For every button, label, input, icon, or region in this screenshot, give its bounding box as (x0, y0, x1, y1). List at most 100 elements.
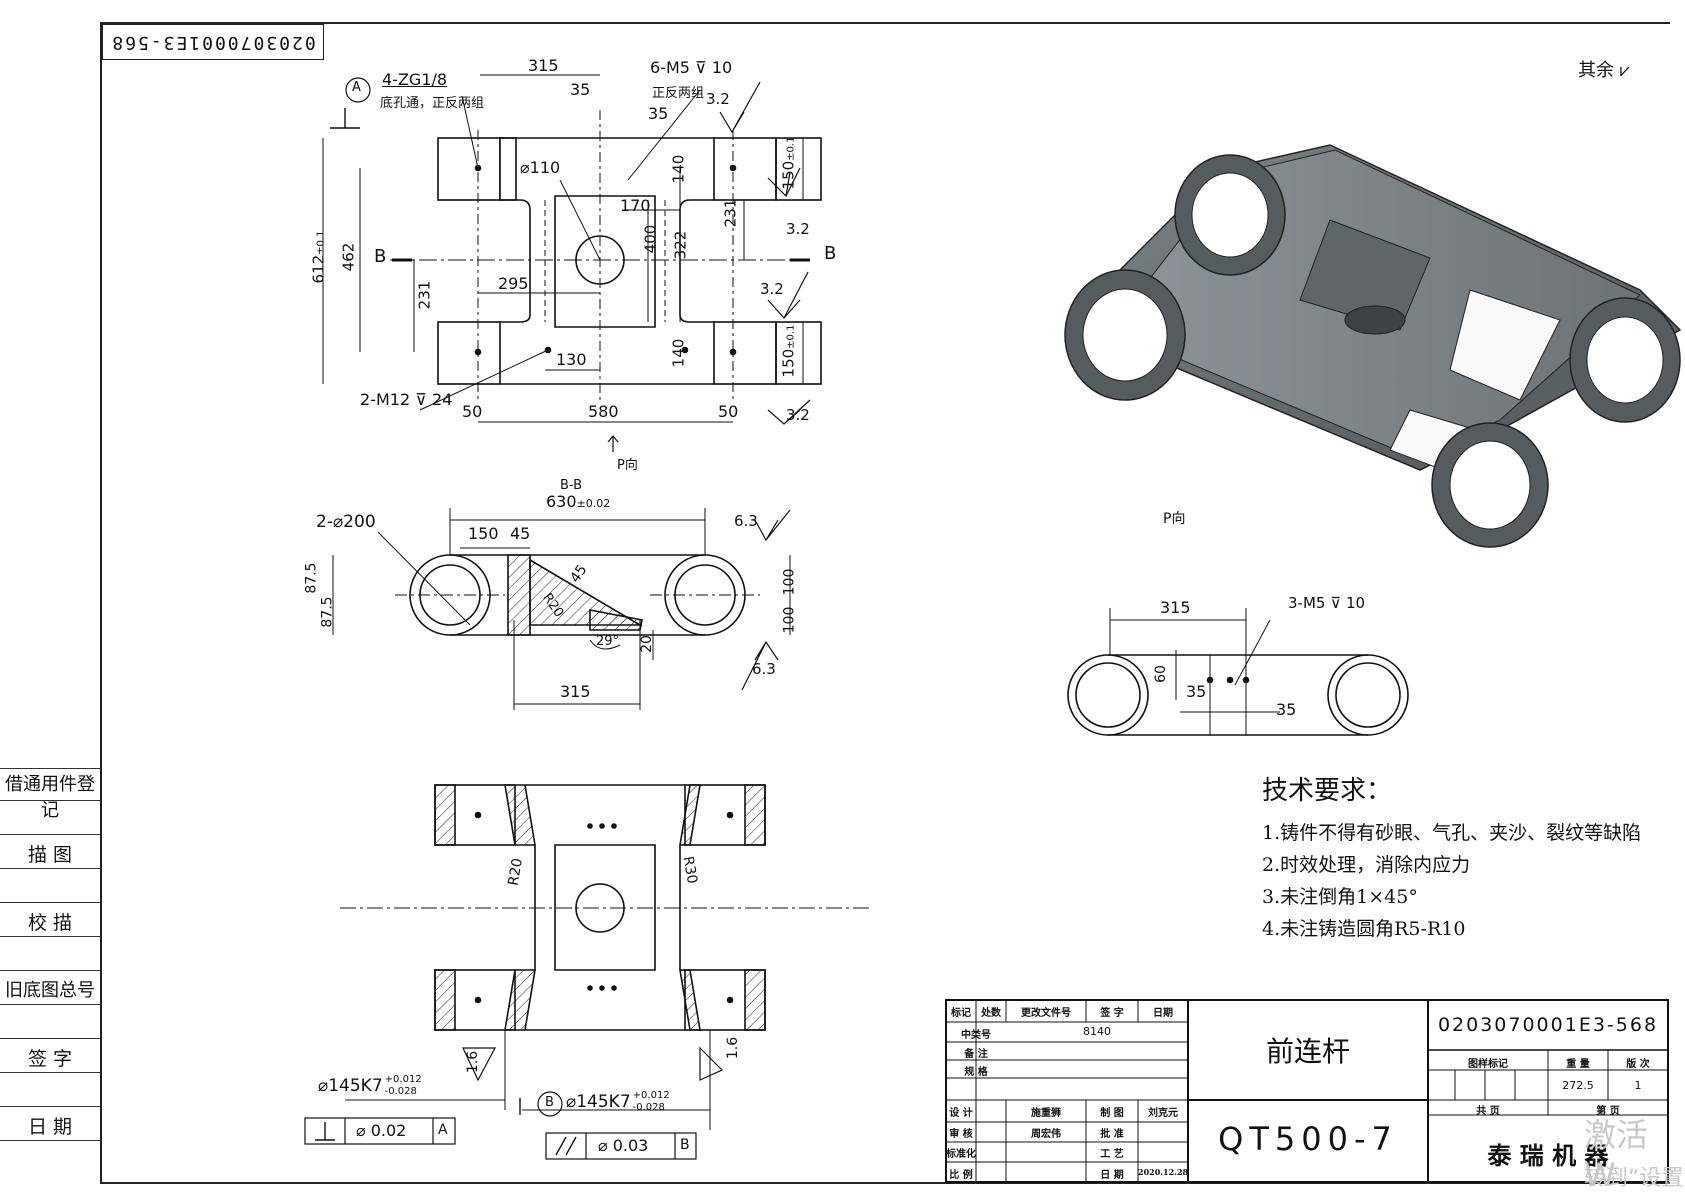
activation-watermark-line2: 转到“设置 (1584, 1166, 1684, 1191)
tb-mark-label: 图样标记 (1468, 1059, 1508, 1070)
dim-580: 580 (588, 402, 619, 421)
side-rule (0, 868, 100, 869)
dim-612-value: 612 (309, 254, 328, 284)
bottom-view-bore-right-tol: +0.012 -0.028 (633, 1090, 670, 1114)
tb-weight-label: 重 量 (1566, 1059, 1590, 1070)
side-cell-borrow: 借通用件登记 (5, 774, 95, 821)
tb-weight-value: 272.5 (1562, 1079, 1594, 1092)
dim-612-tol: ±0.1 (315, 230, 327, 255)
dim-612: 612±0.1 (309, 231, 327, 284)
section-bb-dim-630-tol: ±0.02 (576, 497, 611, 510)
section-bb-roughness-63a: 6.3 (734, 512, 758, 530)
section-bb-dim-20: 20 (638, 635, 655, 653)
tb-row-review: 审 核 (949, 1129, 973, 1140)
side-rule (0, 1072, 100, 1073)
section-bb-label: B-B (560, 478, 583, 493)
section-bb-view (332, 508, 791, 710)
section-bb-dim-150: 150 (468, 524, 499, 543)
tb-drafter: 刘克元 (1148, 1108, 1178, 1119)
p-view-dim-315: 315 (1160, 598, 1191, 617)
section-bb-roughness-63b: 6.3 (752, 660, 776, 678)
tol-upper: +0.012 (632, 1090, 670, 1101)
tb-version-value: 1 (1634, 1079, 1642, 1092)
dim-150a-tol: ±0.1 (785, 136, 797, 161)
thread-note-zg-sub: 底孔通，正反两组 (380, 96, 485, 111)
part-name: 前连杆 (1265, 1035, 1350, 1068)
tech-requirement-2: 2.时效处理，消除内应力 (1262, 854, 1471, 876)
tb-total-pages: 共 页 (1476, 1106, 1500, 1117)
tb-header-count: 处数 (981, 1008, 1001, 1019)
p-view-m5-note: 3-M5 ⊽ 10 (1288, 594, 1365, 612)
side-rule (0, 970, 100, 971)
tol-lower: -0.028 (384, 1086, 417, 1097)
section-bb-dim-100b: 100 (781, 606, 798, 634)
fcf2-value: ⌀ 0.03 (598, 1136, 649, 1155)
tb-designer: 施重狮 (1031, 1108, 1061, 1119)
drawing-number: 0203070001E3-568 (1437, 1014, 1659, 1036)
isometric-render (1064, 144, 1682, 548)
bottom-view-bore-right-text: ⌀145K7 (566, 1092, 631, 1112)
side-rule (0, 834, 100, 835)
bottom-view-roughness-16a: 1.6 (465, 1050, 482, 1074)
tb-row-spec: 规 格 (964, 1067, 988, 1078)
thread-note-zg: 4-ZG1/8 (382, 70, 448, 89)
dim-130: 130 (556, 350, 587, 369)
bottom-view (304, 784, 870, 1160)
section-label-left: B (374, 246, 387, 267)
bottom-view-datum-b: B (545, 1095, 554, 1110)
side-rule (0, 768, 100, 769)
tol-lower: -0.028 (632, 1102, 665, 1113)
p-view-m5-note-text: 3-M5 (1288, 594, 1326, 612)
dim-35b: 35 (648, 104, 669, 123)
dim-110: ⌀110 (520, 158, 561, 177)
tech-requirement-4: 4.未注铸造圆角R5-R10 (1262, 918, 1466, 940)
dim-140a: 140 (669, 154, 688, 184)
note-a-label: A (352, 80, 361, 95)
dim-400: 400 (641, 224, 660, 254)
drawing-number-box: 0203070001E3-568 (102, 24, 324, 60)
m5-note-sub: 正反两组 (652, 86, 705, 101)
title-block-grid (945, 999, 1669, 1183)
dim-150b: 150±0.1 (779, 325, 797, 378)
bottom-view-bore-right: ⌀145K7 +0.012 -0.028 (566, 1090, 670, 1114)
p-direction-arrow-label: P向 (617, 458, 638, 473)
dim-231b: 231 (415, 280, 434, 310)
dim-170: 170 (620, 196, 651, 215)
tb-code-value: 8140 (1083, 1025, 1111, 1038)
depth-icon: ⊽ (1330, 594, 1342, 612)
side-cell-date: 日 期 (27, 1116, 73, 1138)
bottom-view-bore-left-text: ⌀145K7 (318, 1076, 383, 1096)
side-cell-trace: 描 图 (27, 844, 73, 866)
frame-left (100, 22, 102, 1184)
tb-date-value: 2020.12.28 (1138, 1167, 1189, 1177)
m12-note: 2-M12 ⊽ 24 (360, 390, 452, 409)
dim-150b-value: 150 (779, 348, 798, 378)
tol-upper: +0.012 (384, 1074, 422, 1085)
tb-header-change-doc: 更改文件号 (1021, 1008, 1071, 1019)
p-view-dim-35b: 35 (1276, 700, 1297, 719)
activation-watermark-line1: 激活 W (1584, 1116, 1649, 1194)
section-bb-dim-630: 630±0.02 (546, 492, 610, 511)
company-name: 泰 瑞 机 器 (1487, 1141, 1609, 1170)
p-view-label: P向 (1163, 511, 1186, 527)
frame-bottom (100, 1182, 1670, 1184)
roughness-32a: 3.2 (706, 90, 730, 108)
section-bb-dim-100a: 100 (781, 568, 798, 596)
depth-icon: ⊽ (415, 390, 427, 409)
fcf1-datum: A (438, 1122, 448, 1138)
side-cell-sign: 签 字 (27, 1048, 73, 1070)
tb-mid-process: 工 艺 (1100, 1149, 1124, 1160)
p-view-dim-60: 60 (1152, 665, 1169, 683)
section-bb-dim-630-value: 630 (546, 492, 577, 511)
side-cell-old-number: 旧底图总号 (5, 980, 95, 1001)
dim-50a: 50 (462, 402, 483, 421)
tech-requirements-title: 技术要求： (1262, 776, 1393, 806)
depth-icon: ⊽ (695, 58, 707, 77)
m5-note: 6-M5 ⊽ 10 (650, 58, 732, 77)
side-rule (0, 902, 100, 903)
tb-row-scale: 比 例 (949, 1170, 973, 1181)
dim-150a: 150±0.1 (779, 137, 797, 190)
section-bb-dim-87a: 87.5 (303, 562, 320, 594)
section-bb-dim-45: 45 (510, 524, 531, 543)
